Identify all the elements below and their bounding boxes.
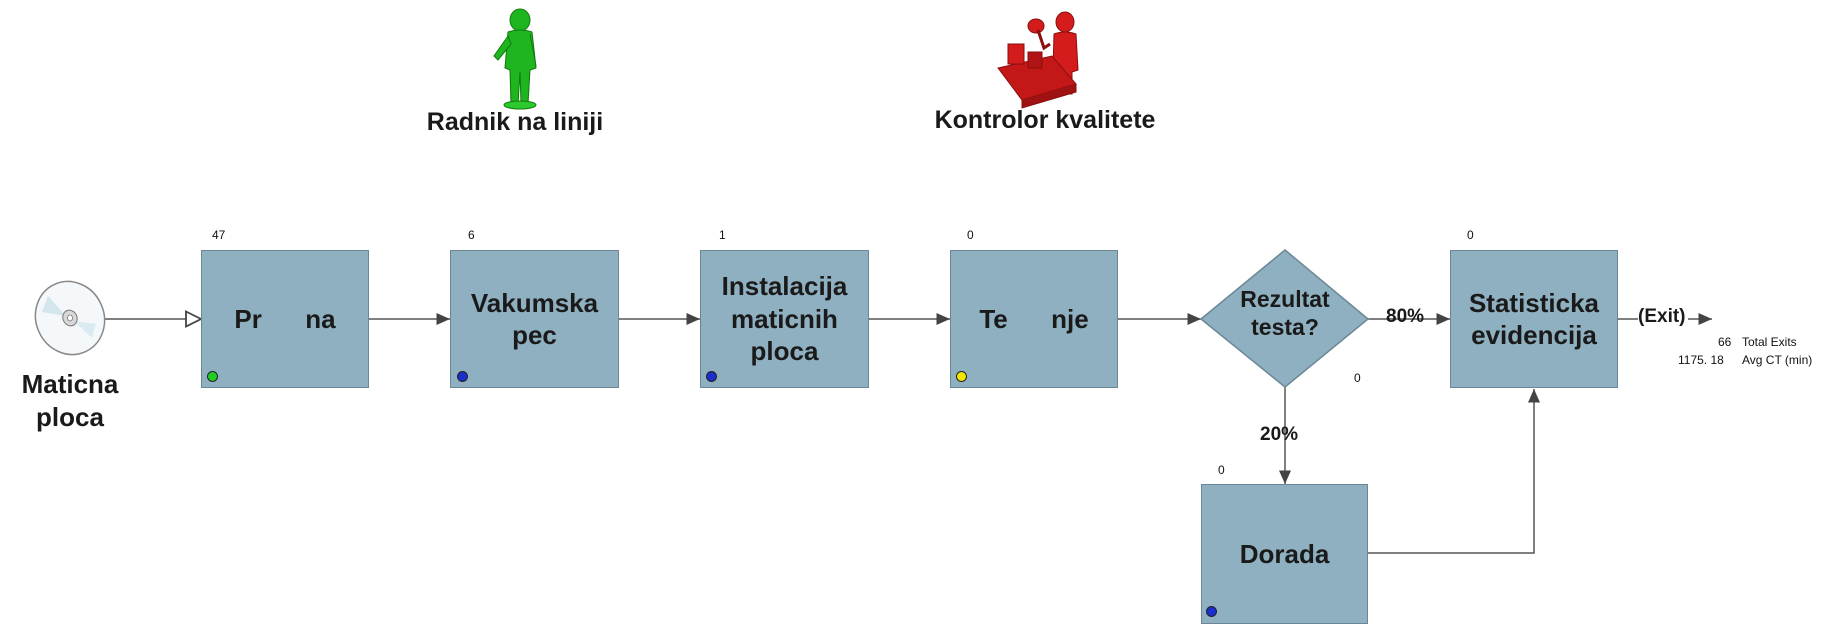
resource-label-inspector: Kontrolor kvalitete xyxy=(934,106,1156,134)
activity-name-statisticka-line1: Statisticka xyxy=(1468,287,1600,318)
worker-icon xyxy=(493,8,537,110)
arrival-label-line1: Maticna xyxy=(21,369,119,399)
status-dot-instalacija xyxy=(706,371,717,382)
decision-label-line1: Rezultat xyxy=(1240,286,1330,312)
activity-name-statisticka-line2: evidencija xyxy=(1471,320,1597,350)
status-dot-priprema xyxy=(207,371,218,382)
activity-name-dorada: Dorada xyxy=(1239,538,1330,569)
activity-name-instalacija-line1: Instalacija xyxy=(721,271,848,302)
decision-count: 0 xyxy=(1354,371,1361,385)
decision-label-line2: testa? xyxy=(1251,313,1319,340)
activity-count-dorada: 0 xyxy=(1218,463,1225,477)
activity-count-vakumska: 6 xyxy=(468,228,475,242)
arrival-label-line2: ploca xyxy=(36,401,104,432)
arrival-label: Maticna ploca xyxy=(6,368,134,433)
activity-count-instalacija: 1 xyxy=(719,228,726,242)
activity-count-statisticka: 0 xyxy=(1467,228,1474,242)
status-dot-vakumska xyxy=(457,371,468,382)
exit-avgct-label: Avg CT (min) xyxy=(1742,353,1813,367)
activity-name-testiranje: Te nje xyxy=(979,303,1089,334)
decision-diamond xyxy=(1199,249,1370,388)
activity-name-priprema: Pr na xyxy=(234,303,336,334)
activity-name-instalacija-line2: maticnih xyxy=(731,303,838,334)
activity-name-vakumska-line2: pec xyxy=(512,320,557,350)
exit-total-label: Total Exits xyxy=(1742,335,1797,349)
routing-pass-pct: 80% xyxy=(1386,306,1425,327)
activity-count-testiranje: 0 xyxy=(967,228,974,242)
activity-box-testiranje[interactable]: Te nje xyxy=(950,250,1118,388)
exit-avgct-value: 1175. 18 xyxy=(1678,353,1724,367)
inspector-icon xyxy=(997,11,1079,109)
decision-label[interactable]: Rezultat testa? xyxy=(1220,286,1350,341)
routing-rework-pct: 20% xyxy=(1260,424,1299,445)
arrival-cd-icon xyxy=(34,280,106,356)
exit-total-value: 66 xyxy=(1718,335,1732,349)
activity-box-vakumska-pec[interactable]: Vakumska pec xyxy=(450,250,619,388)
exit-label[interactable]: (Exit) xyxy=(1638,306,1686,327)
activity-name-instalacija-line3: ploca xyxy=(750,336,819,367)
activity-box-statisticka[interactable]: Statisticka evidencija xyxy=(1450,250,1618,388)
activity-box-priprema[interactable]: Pr na xyxy=(201,250,369,388)
status-dot-dorada xyxy=(1206,606,1217,617)
status-dot-testiranje xyxy=(956,371,967,382)
arrow-dorada-to-statisticka xyxy=(1368,389,1540,554)
activity-name-vakumska-line1: Vakumska xyxy=(470,287,599,318)
activity-box-instalacija[interactable]: Instalacija maticnih ploca xyxy=(700,250,869,388)
activity-box-dorada[interactable]: Dorada xyxy=(1201,484,1368,624)
activity-count-priprema: 47 xyxy=(212,228,226,242)
resource-label-worker: Radnik na liniji xyxy=(426,108,604,136)
